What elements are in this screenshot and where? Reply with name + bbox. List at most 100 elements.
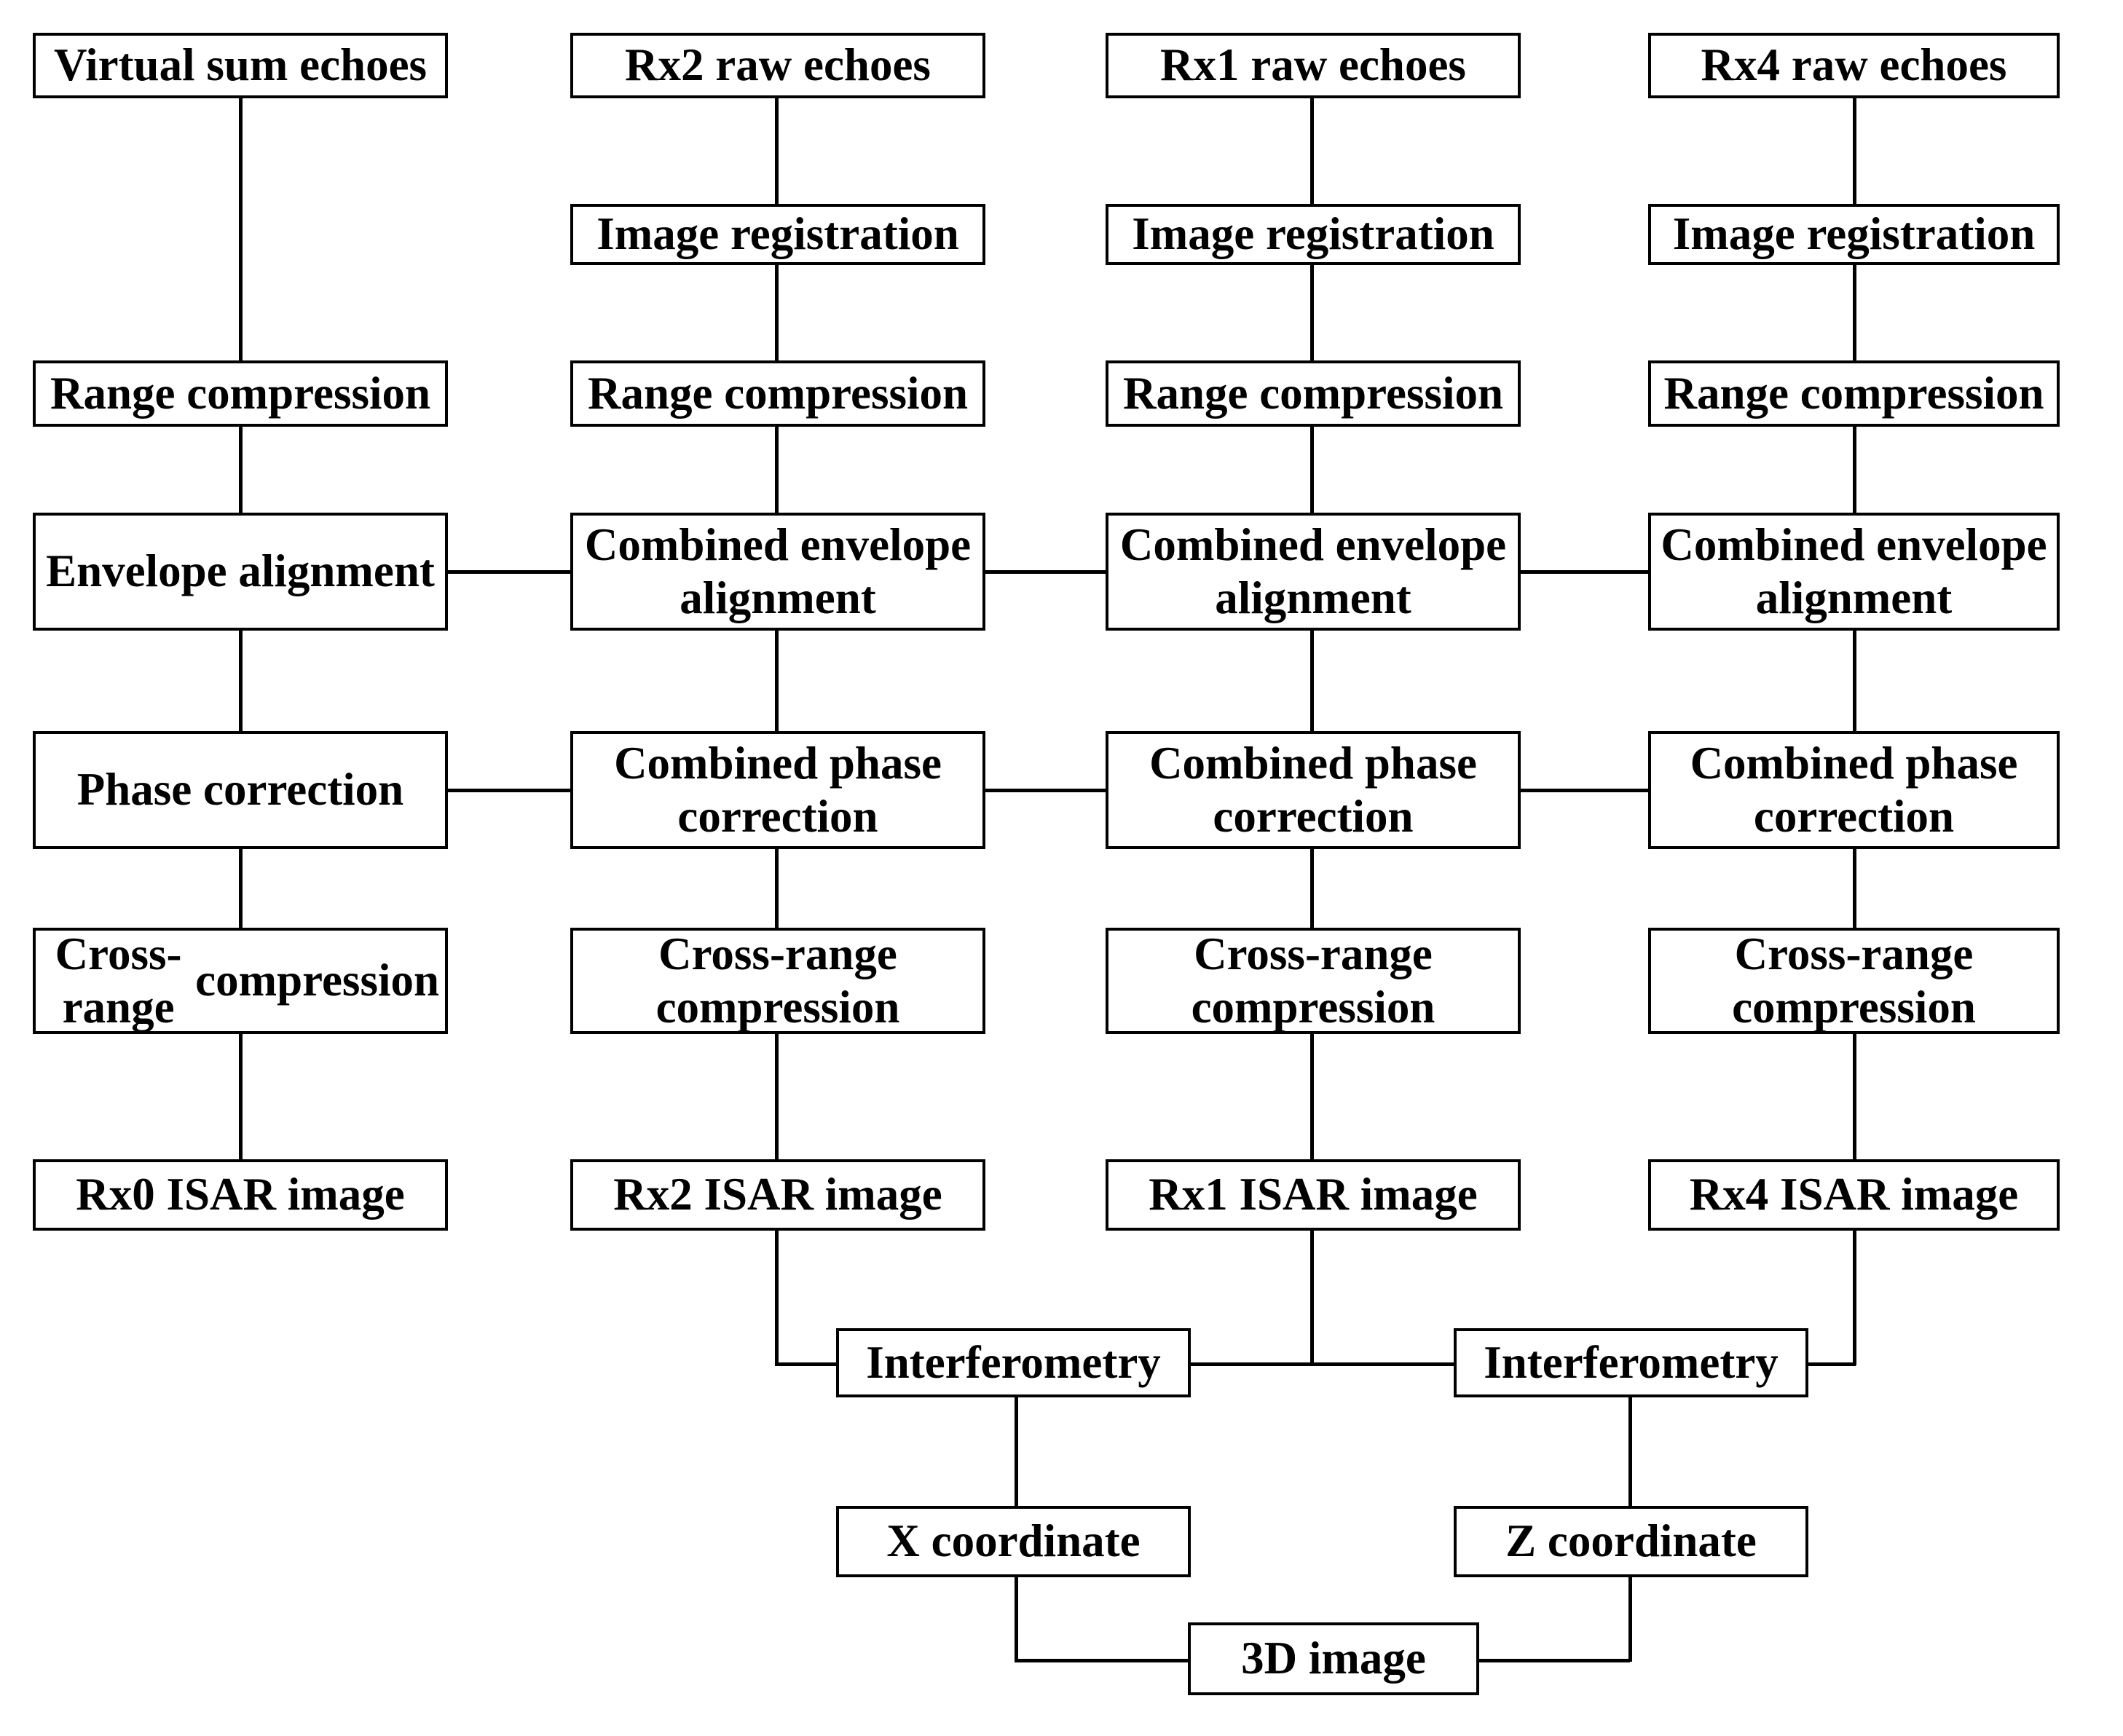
node-c0-range-compression[interactable]: Range compression [33, 360, 448, 427]
edge-rx1isar-down [1310, 1231, 1314, 1365]
node-label-line2: compression [1732, 982, 1976, 1033]
node-label-line2: alignment [1755, 572, 1953, 623]
node-c3-cross-range-compression[interactable]: Cross-range compression [1648, 928, 2060, 1034]
edge-interf-left-to-x [1015, 1397, 1018, 1507]
node-c2-image-registration[interactable]: Image registration [1106, 204, 1521, 265]
node-label: Envelope alignment [46, 545, 435, 597]
node-3d-image[interactable]: 3D image [1188, 1622, 1479, 1695]
node-rx4-isar-image[interactable]: Rx4 ISAR image [1648, 1159, 2060, 1231]
node-label-line2: correction [1753, 791, 1955, 842]
node-phase-correction[interactable]: Phase correction [33, 731, 448, 849]
edge-c1-r2-r3 [775, 265, 779, 360]
node-rx2-raw-echoes[interactable]: Rx2 raw echoes [570, 33, 985, 98]
node-c1-range-compression[interactable]: Range compression [570, 360, 985, 427]
edge-c3-r2-r3 [1853, 265, 1856, 360]
node-label: Image registration [1132, 208, 1494, 260]
edge-interf-left-to-rx1isar [1188, 1362, 1313, 1366]
edge-c2-r1-r2 [1310, 98, 1314, 204]
edge-c1-r4-r5 [775, 631, 779, 731]
node-c3-range-compression[interactable]: Range compression [1648, 360, 2060, 427]
node-label-line1: Cross-range [1734, 928, 1974, 979]
node-label-line1: Combined phase [1149, 737, 1477, 789]
edge-c2-r3-r4 [1310, 427, 1314, 513]
edge-rx1isar-to-interf-right [1310, 1362, 1460, 1366]
node-label: Rx4 raw echoes [1701, 39, 2007, 91]
node-c1-combined-phase-correction[interactable]: Combined phase correction [570, 731, 985, 849]
node-label: X coordinate [886, 1515, 1141, 1567]
edge-phase-c0-c1 [448, 789, 573, 792]
node-label: Z coordinate [1505, 1515, 1757, 1567]
node-label: Range compression [50, 367, 431, 419]
node-c3-combined-phase-correction[interactable]: Combined phase correction [1648, 731, 2060, 849]
edge-c0-r3-r4 [239, 427, 243, 513]
edge-c2-r5-r6 [1310, 849, 1314, 928]
node-rx0-isar-image[interactable]: Rx0 ISAR image [33, 1159, 448, 1231]
node-label-line1: Combined envelope [584, 518, 972, 570]
node-rx1-raw-echoes[interactable]: Rx1 raw echoes [1106, 33, 1521, 98]
edge-rx4isar-down [1853, 1231, 1856, 1365]
node-label: Range compression [587, 367, 969, 419]
node-label: Interferometry [1484, 1336, 1779, 1388]
node-label: Phase correction [76, 764, 404, 816]
edge-phase-c1-c2 [983, 789, 1108, 792]
node-label-line2: alignment [1215, 572, 1411, 623]
node-c3-combined-envelope-alignment[interactable]: Combined envelope alignment [1648, 513, 2060, 631]
node-label-line2: correction [677, 791, 878, 842]
edge-c0-r5-r6 [239, 849, 243, 928]
edge-x-down [1015, 1576, 1018, 1662]
node-label: Interferometry [866, 1336, 1161, 1388]
edge-rx2isar-down [775, 1231, 779, 1365]
node-label: Image registration [596, 208, 959, 260]
edge-c3-r3-r4 [1853, 427, 1856, 513]
edge-c2-r6-r7 [1310, 1034, 1314, 1159]
node-c0-cross-range-compression[interactable]: Cross-range compression [33, 928, 448, 1034]
edge-c1-r1-r2 [775, 98, 779, 204]
node-label: Rx1 ISAR image [1149, 1169, 1478, 1220]
edge-rx2isar-to-interf-left [775, 1362, 838, 1366]
node-interferometry-left[interactable]: Interferometry [836, 1328, 1191, 1397]
node-z-coordinate[interactable]: Z coordinate [1454, 1506, 1808, 1577]
node-label: Rx2 raw echoes [625, 39, 931, 91]
node-label-line2: alignment [680, 572, 876, 623]
node-rx2-isar-image[interactable]: Rx2 ISAR image [570, 1159, 985, 1231]
node-c2-combined-phase-correction[interactable]: Combined phase correction [1106, 731, 1521, 849]
node-label-line2: compression [655, 982, 900, 1033]
edge-c0-r6-r7 [239, 1034, 243, 1159]
node-label-line2: compression [1191, 982, 1435, 1033]
edge-phase-c2-c3 [1519, 789, 1651, 792]
edge-x-to-3d [1015, 1659, 1189, 1662]
node-interferometry-right[interactable]: Interferometry [1454, 1328, 1808, 1397]
node-label-line2: compression [195, 955, 439, 1006]
node-label: Virtual sum echoes [53, 39, 428, 91]
node-rx1-isar-image[interactable]: Rx1 ISAR image [1106, 1159, 1521, 1231]
node-label: Range compression [1122, 367, 1504, 419]
node-c1-image-registration[interactable]: Image registration [570, 204, 985, 265]
node-label: Rx4 ISAR image [1689, 1169, 2019, 1220]
edge-c1-r5-r6 [775, 849, 779, 928]
edge-envelope-c2-c3 [1519, 570, 1651, 574]
node-rx4-raw-echoes[interactable]: Rx4 raw echoes [1648, 33, 2060, 98]
node-virtual-sum-echoes[interactable]: Virtual sum echoes [33, 33, 448, 98]
node-label-line1: Combined phase [614, 737, 942, 789]
edge-c0-r4-r5 [239, 631, 243, 731]
node-c2-cross-range-compression[interactable]: Cross-range compression [1106, 928, 1521, 1034]
node-envelope-alignment[interactable]: Envelope alignment [33, 513, 448, 631]
edge-envelope-c0-c1 [448, 570, 573, 574]
edge-interf-right-to-rx4isar [1808, 1362, 1856, 1366]
node-c1-cross-range-compression[interactable]: Cross-range compression [570, 928, 985, 1034]
edge-interf-right-to-z [1628, 1397, 1632, 1507]
node-c2-combined-envelope-alignment[interactable]: Combined envelope alignment [1106, 513, 1521, 631]
node-c1-combined-envelope-alignment[interactable]: Combined envelope alignment [570, 513, 985, 631]
node-x-coordinate[interactable]: X coordinate [836, 1506, 1191, 1577]
node-label-line2: correction [1213, 791, 1414, 842]
edge-c2-r4-r5 [1310, 631, 1314, 731]
edge-envelope-c1-c2 [983, 570, 1108, 574]
node-label: Rx0 ISAR image [76, 1169, 405, 1220]
edge-c0-r1-r3 [239, 98, 243, 360]
edge-c3-r6-r7 [1853, 1034, 1856, 1159]
node-c3-image-registration[interactable]: Image registration [1648, 204, 2060, 265]
edge-c2-r2-r3 [1310, 265, 1314, 360]
node-c2-range-compression[interactable]: Range compression [1106, 360, 1521, 427]
edge-z-to-3d [1454, 1659, 1630, 1662]
